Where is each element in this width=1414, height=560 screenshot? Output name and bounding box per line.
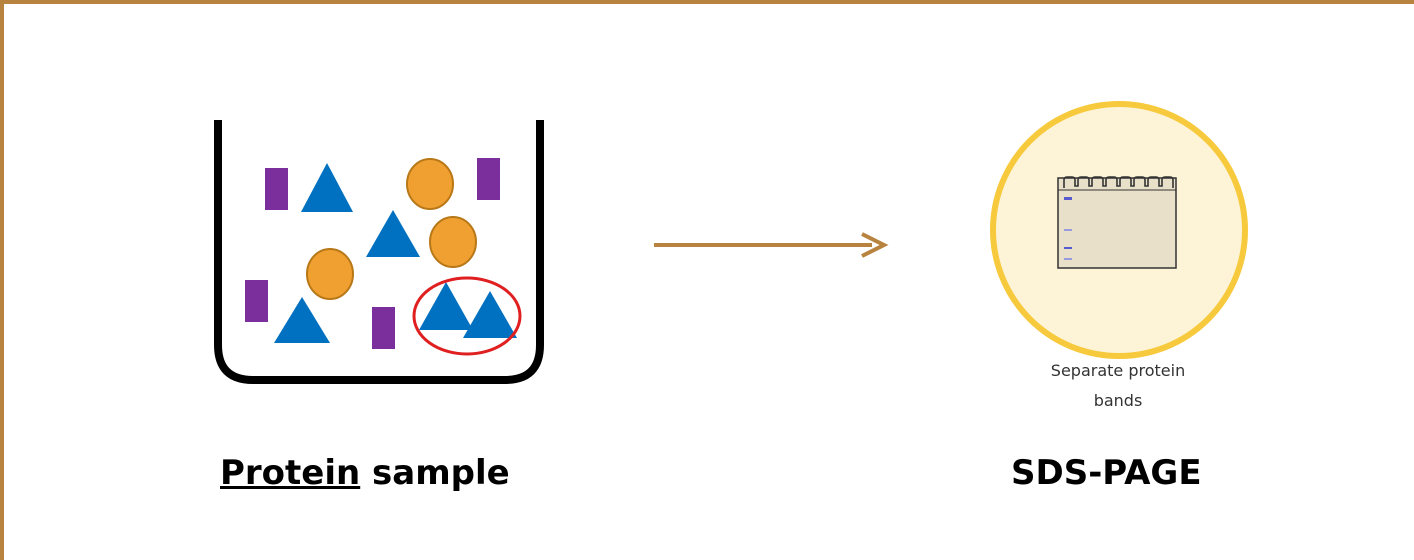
rectangle-protein (372, 307, 395, 349)
gel-electrophoresis-icon (990, 101, 1248, 359)
icon-caption-line1: Separate protein (1050, 361, 1186, 380)
circle-protein (429, 216, 477, 268)
protein-word: Protein (220, 453, 361, 493)
protein-sample-label: Protein sample (220, 453, 510, 493)
arrow-right-icon (654, 232, 889, 258)
rectangle-protein (477, 158, 500, 200)
rectangle-protein (265, 168, 288, 210)
highlight-ring (412, 276, 522, 356)
triangle-protein (301, 163, 353, 212)
triangle-protein (274, 297, 330, 343)
circle-protein (306, 248, 354, 300)
triangle-protein (366, 210, 420, 257)
triangle-protein (463, 291, 517, 338)
beaker-container-icon (214, 120, 544, 384)
triangle-protein (419, 282, 473, 330)
sds-page-label: SDS-PAGE (1011, 453, 1202, 493)
circle-protein (406, 158, 454, 210)
rectangle-protein (245, 280, 268, 322)
sample-word: sample (360, 453, 510, 493)
icon-caption-line2: bands (1093, 391, 1143, 410)
